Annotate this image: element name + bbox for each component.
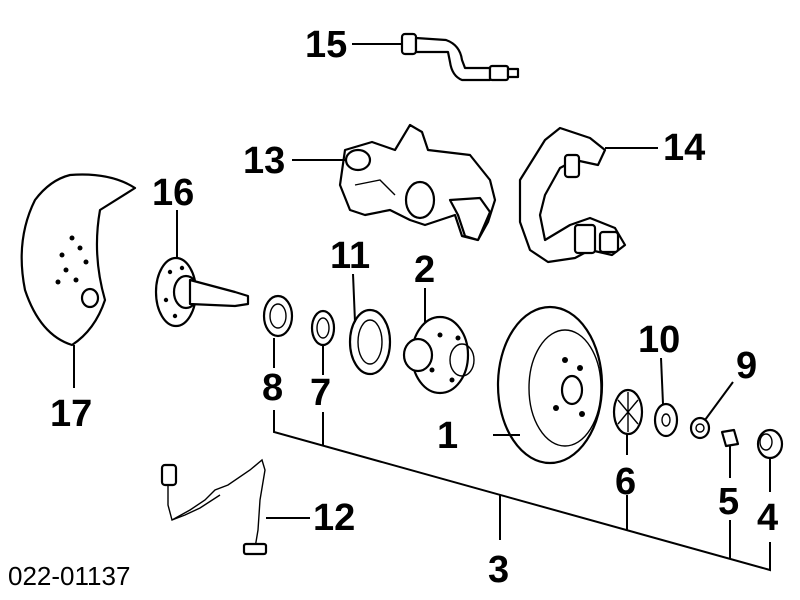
dust-shield-part-17 — [20, 173, 137, 347]
callout-14: 14 — [663, 127, 705, 169]
brake-caliper-part-13 — [338, 123, 497, 242]
brake-hose-part-15 — [400, 32, 520, 82]
callout-2: 2 — [414, 249, 435, 291]
callout-13: 13 — [243, 140, 285, 182]
cotter-pin-part-5 — [720, 428, 740, 448]
grease-cap-part-4 — [756, 428, 784, 460]
brake-disc-part-1 — [496, 305, 604, 465]
callout-8: 8 — [262, 367, 283, 409]
callout-4: 4 — [757, 497, 778, 539]
callout-12: 12 — [313, 497, 355, 539]
callout-17: 17 — [50, 393, 92, 435]
callout-15: 15 — [305, 24, 347, 66]
callout-1: 1 — [437, 415, 458, 457]
bearing-part-8 — [262, 294, 294, 338]
wear-sensor-part-12 — [160, 458, 268, 556]
bearing-part-7 — [310, 309, 336, 347]
leader-lines — [73, 43, 771, 572]
nut-part-9 — [689, 416, 711, 440]
thrust-washer-part-6 — [612, 388, 644, 436]
callout-5: 5 — [718, 481, 739, 523]
callout-labels: 15 13 14 16 11 2 10 9 8 7 17 1 6 5 4 12 … — [50, 24, 778, 591]
callout-9: 9 — [736, 345, 757, 387]
callout-11: 11 — [330, 235, 370, 277]
washer-part-10 — [653, 402, 679, 438]
seal-part-11 — [348, 308, 392, 376]
callout-7: 7 — [310, 372, 331, 414]
caliper-bracket-part-14 — [518, 126, 627, 264]
hub-part-2 — [402, 315, 475, 395]
reference-code: 022-01137 — [8, 561, 130, 591]
callout-3: 3 — [488, 549, 509, 591]
spindle-part-16 — [154, 256, 250, 328]
callout-16: 16 — [152, 172, 194, 214]
callout-10: 10 — [638, 319, 680, 361]
callout-6: 6 — [615, 461, 636, 503]
